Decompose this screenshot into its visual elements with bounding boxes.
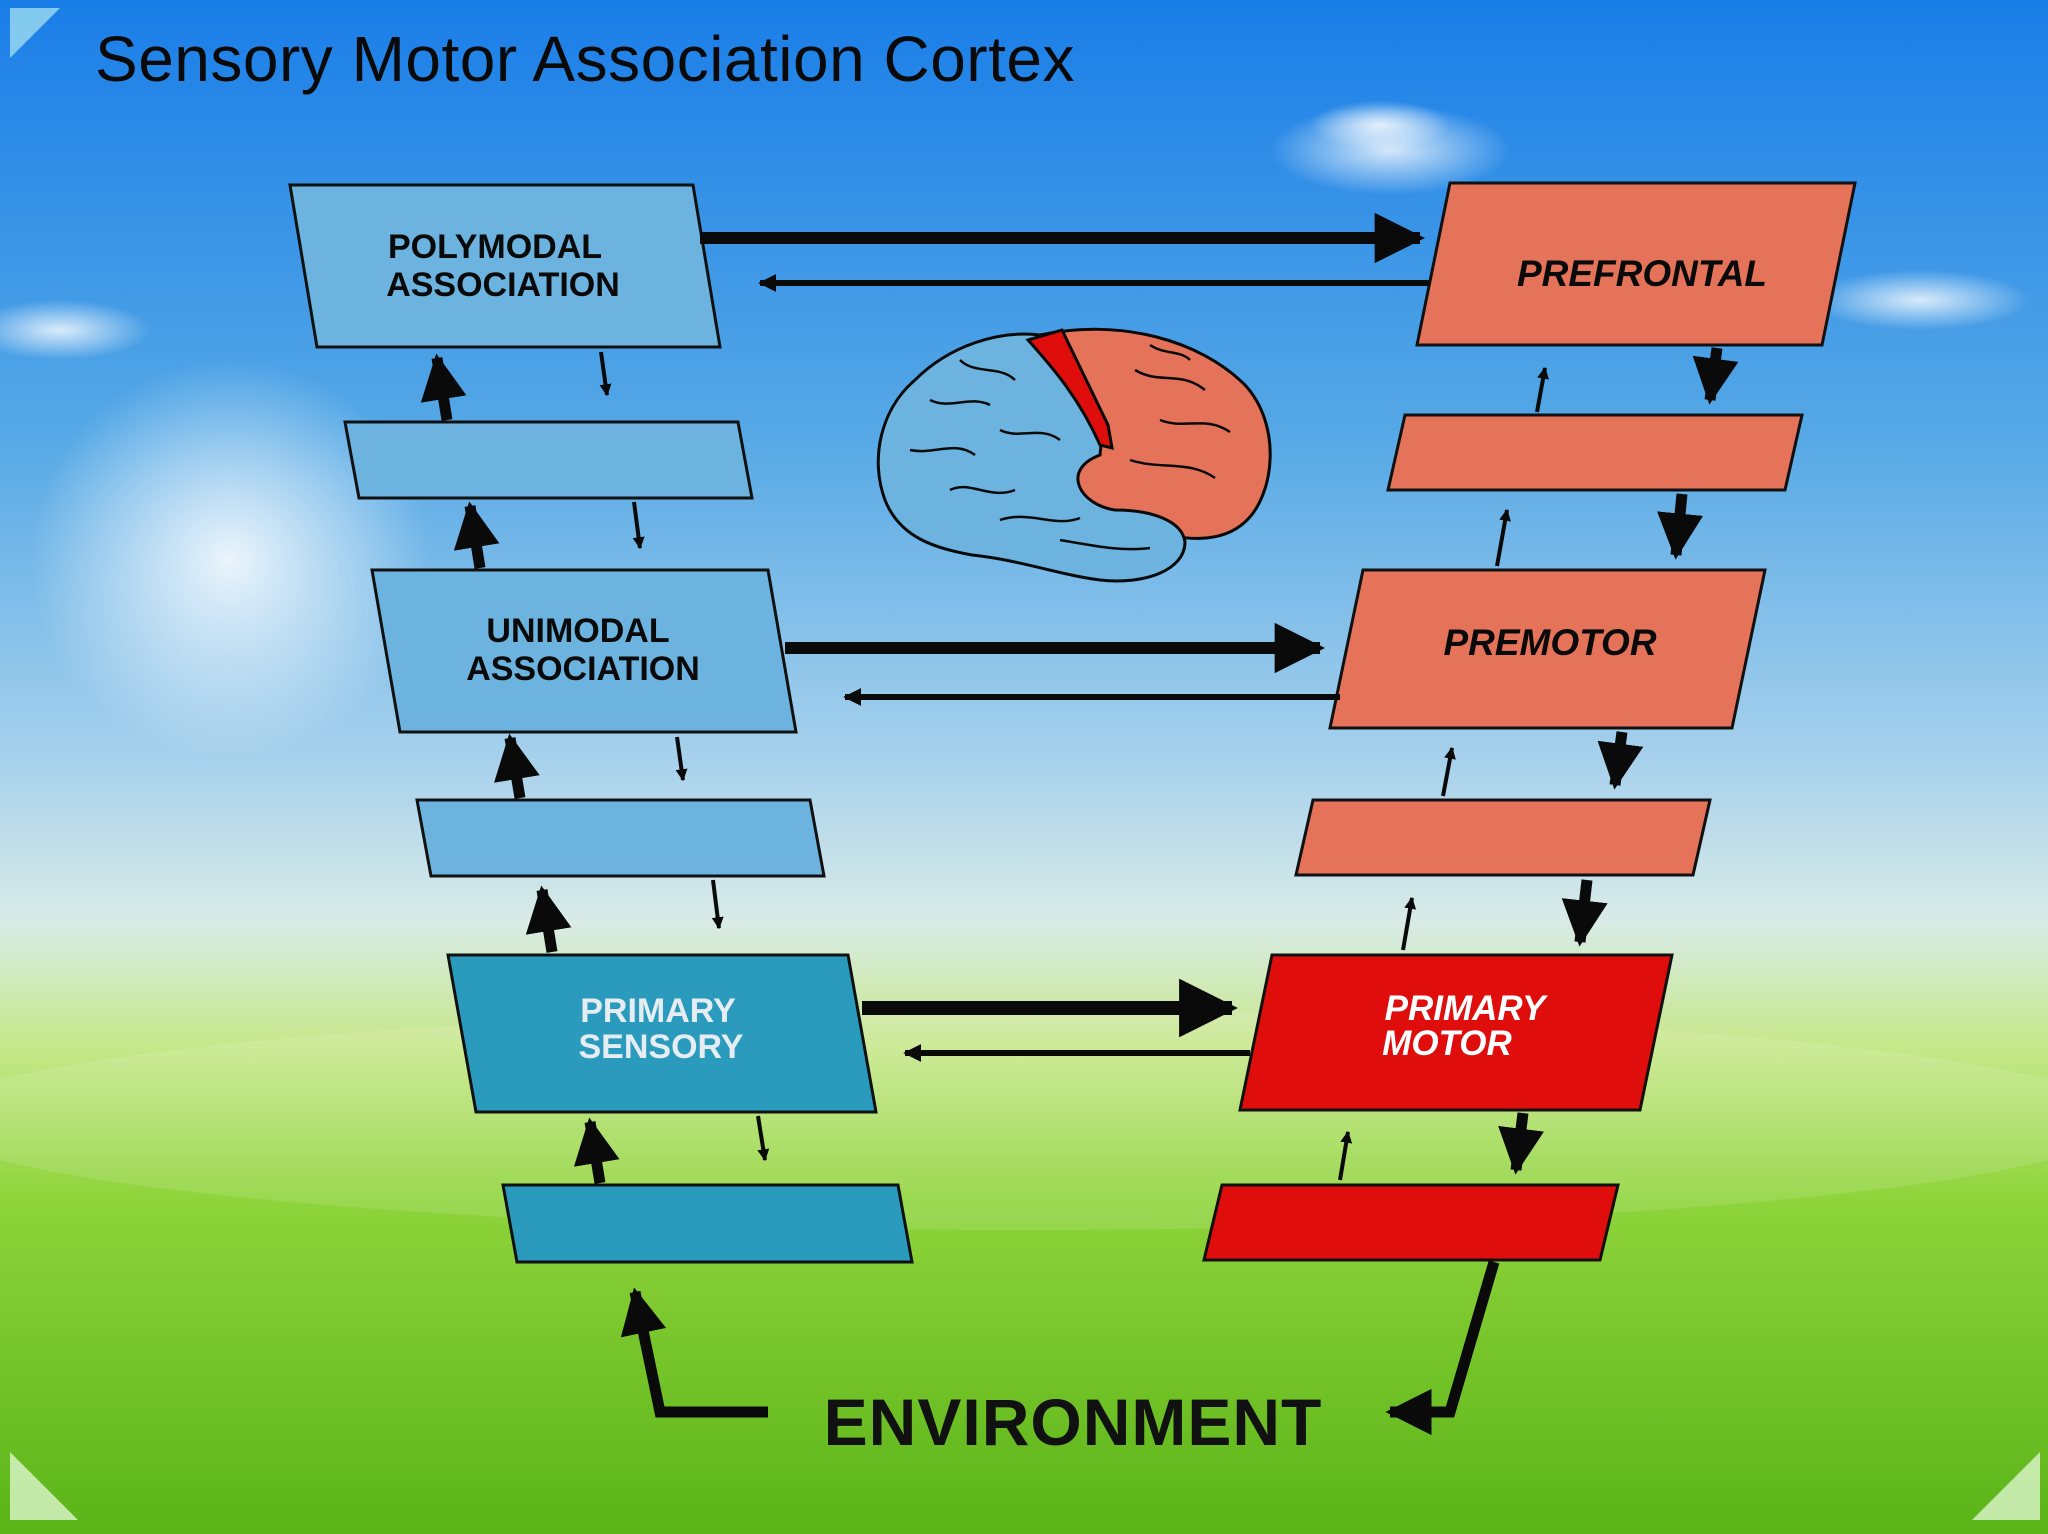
arrow-primary-sensory-down-to-receptor <box>756 1115 770 1162</box>
arrow-relay1-up-to-prefrontal <box>1535 366 1549 413</box>
unimodal-association-box <box>370 568 798 734</box>
arrow-relay2-up-to-premotor <box>1441 746 1456 797</box>
arrow-relay1-down-to-premotor <box>1657 493 1704 560</box>
motor-effector-box <box>1202 1183 1620 1262</box>
arrow-primary-motor-down-to-effector <box>1498 1112 1544 1175</box>
arrow-effector-to-environment <box>1385 1260 1500 1436</box>
sensory-receptor-box <box>501 1183 914 1264</box>
arrow-premotor-up-to-relay1 <box>1495 508 1512 567</box>
dandelion-puff <box>30 360 430 760</box>
polymodal-label-line2: ASSOCIATION <box>386 266 620 304</box>
sensory-vertical-arrows <box>420 351 770 1184</box>
polymodal-association-box <box>288 183 722 349</box>
premotor-label: PREMOTOR <box>1443 622 1656 663</box>
arrow-environment-to-receptor <box>620 1287 768 1418</box>
primary-sensory-label-line2: SENSORY <box>578 1028 743 1066</box>
unimodal-label-line2: ASSOCIATION <box>466 650 700 688</box>
environment-loop-arrows <box>620 1260 1500 1436</box>
cross-connection-arrows <box>700 212 1430 1062</box>
arrow-primary-sensory-up-to-relay2 <box>525 885 572 953</box>
motor-vertical-arrows <box>1338 347 1739 1181</box>
corner-triangle-bottom-left-icon <box>10 1452 78 1520</box>
arrow-unimodal-up-to-relay1 <box>453 501 500 569</box>
corner-triangle-bottom-right-icon <box>1972 1452 2040 1520</box>
polymodal-label-line1: POLYMODAL <box>388 228 602 266</box>
corner-triangle-top-left-icon <box>10 8 60 58</box>
prefrontal-box <box>1415 181 1857 347</box>
arrow-polymodal-down-to-relay1 <box>599 351 612 397</box>
arrow-relay2-up-to-unimodal <box>494 733 540 799</box>
environment-label: ENVIRONMENT <box>824 1385 1323 1459</box>
prefrontal-label: PREFRONTAL <box>1517 253 1767 294</box>
arrow-relay2-down-to-primary-motor <box>1561 879 1608 947</box>
arrow-relay1-up-to-polymodal <box>420 353 467 421</box>
arrow-prefrontal-down-to-relay1 <box>1692 347 1739 405</box>
primary-motor-label-line2: MOTOR <box>1382 1024 1512 1063</box>
slide-title: Sensory Motor Association Cortex <box>95 23 1075 95</box>
primary-motor-label-line1: PRIMARY <box>1385 989 1548 1028</box>
primary-sensory-label-line1: PRIMARY <box>580 992 736 1030</box>
arrow-relay2-down-to-primary-sensory <box>711 879 724 930</box>
primary-sensory-box <box>446 953 878 1114</box>
primary-motor-box <box>1238 953 1674 1112</box>
arrow-premotor-down-to-relay2 <box>1597 731 1644 790</box>
unimodal-label-line1: UNIMODAL <box>486 612 669 650</box>
sensory-relay-box-2 <box>415 798 826 878</box>
arrow-receptor-up-to-primary-sensory <box>573 1117 620 1184</box>
sensory-relay-box-1 <box>343 420 754 500</box>
premotor-box <box>1328 568 1767 730</box>
arrow-unimodal-down-to-relay2 <box>675 736 688 782</box>
motor-relay-box-2 <box>1294 798 1712 877</box>
motor-relay-box-1 <box>1386 413 1804 492</box>
arrow-primary-motor-up-to-relay2 <box>1401 896 1417 951</box>
brain-lateral-view-icon <box>876 327 1272 583</box>
arrow-effector-up-to-primary-motor <box>1338 1130 1353 1181</box>
arrow-relay1-down-to-unimodal <box>632 501 645 550</box>
